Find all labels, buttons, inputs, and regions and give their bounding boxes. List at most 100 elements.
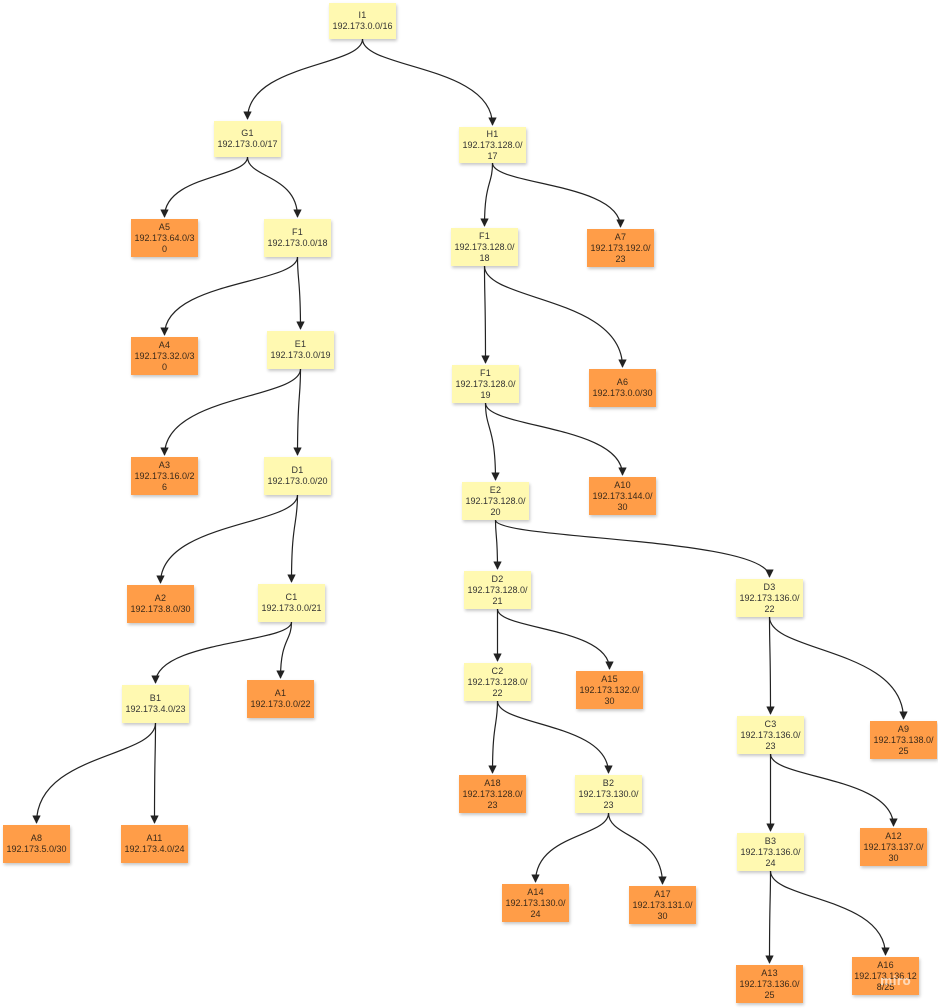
connector-f1c-a10[interactable] (484, 402, 627, 476)
node-name: A2 (154, 593, 167, 603)
connector-c1-b1[interactable] (151, 621, 293, 684)
node-cidr: 192.173.192.0/23 (590, 242, 651, 264)
node-name: D1 (291, 465, 304, 475)
node-name: B2 (602, 777, 615, 788)
connector-f1a-e1[interactable] (296, 256, 305, 330)
connector-c2-b2[interactable] (496, 700, 613, 774)
connector-i1-g1[interactable] (243, 38, 364, 120)
node-name: A3 (158, 459, 171, 470)
connector-b1-a11[interactable] (150, 722, 159, 824)
connector-f1b-a6[interactable] (483, 265, 627, 368)
connector-e2-d3[interactable] (494, 519, 774, 578)
node-cidr: 192.173.136.0/23 (740, 729, 801, 751)
connector-h1-a7[interactable] (491, 162, 625, 228)
node-name: A9 (897, 723, 910, 734)
watermark-logo: miro (880, 974, 911, 988)
connector-e1-d1[interactable] (293, 368, 302, 456)
node-cidr: 192.173.5.0/30 (6, 844, 67, 854)
node-name: A13 (761, 967, 778, 978)
node-cidr: 192.173.136.0/24 (740, 846, 801, 868)
node-name: H1 (486, 128, 499, 139)
node-cidr: 192.173.144.0/30 (592, 490, 653, 512)
connector-f1b-f1c[interactable] (481, 265, 490, 364)
node-cidr: 192.173.131.0/30 (632, 899, 693, 921)
node-name: E2 (489, 484, 502, 495)
connector-i1-h1[interactable] (361, 38, 497, 126)
connector-b3-a16[interactable] (769, 870, 890, 956)
node-name: F1 (292, 227, 303, 237)
connector-d2-a15[interactable] (496, 608, 614, 670)
node-cidr: 192.173.0.0/30 (592, 388, 653, 398)
node-name: G1 (241, 128, 254, 138)
connector-e2-d2[interactable] (493, 519, 502, 570)
connector-f1a-a4[interactable] (160, 256, 299, 336)
node-name: B3 (764, 835, 777, 846)
node-name: A10 (614, 479, 631, 490)
node-cidr: 192.173.128.0/18 (454, 241, 515, 263)
connector-g1-f1a[interactable] (246, 156, 302, 218)
node-cidr: 192.173.0.0/22 (250, 699, 311, 709)
connector-c2-a18[interactable] (488, 700, 499, 774)
node-cidr: 192.173.16.0/26 (134, 470, 195, 492)
connector-e1-a3[interactable] (160, 368, 302, 456)
node-name: A11 (146, 833, 163, 843)
connector-c1-a1[interactable] (276, 621, 293, 679)
node-cidr: 192.173.128.0/23 (462, 788, 523, 810)
node-cidr: 192.173.138.0/25 (873, 734, 934, 756)
connector-d3-a9[interactable] (768, 616, 908, 720)
node-name: F1 (479, 230, 490, 241)
connector-d1-a2[interactable] (156, 494, 299, 584)
connector-d3-c3[interactable] (766, 616, 775, 715)
connector-g1-a5[interactable] (160, 156, 249, 218)
connector-b2-a17[interactable] (607, 812, 667, 885)
connector-d1-c1[interactable] (287, 494, 299, 583)
connector-f1c-e2[interactable] (484, 402, 500, 481)
node-name: D3 (763, 581, 776, 592)
node-cidr: 192.173.4.0/24 (124, 844, 185, 854)
node-cidr: 192.173.128.0/22 (467, 676, 528, 698)
connector-b3-a13[interactable] (765, 870, 774, 964)
connector-b1-a8[interactable] (32, 722, 157, 824)
connector-b2-a14[interactable] (531, 812, 610, 883)
connector-c3-a12[interactable] (769, 753, 898, 827)
node-cidr: 192.173.0.0/21 (261, 603, 322, 613)
connector-h1-f1b[interactable] (480, 162, 494, 227)
node-cidr: 192.173.136.0/25 (739, 978, 800, 1000)
